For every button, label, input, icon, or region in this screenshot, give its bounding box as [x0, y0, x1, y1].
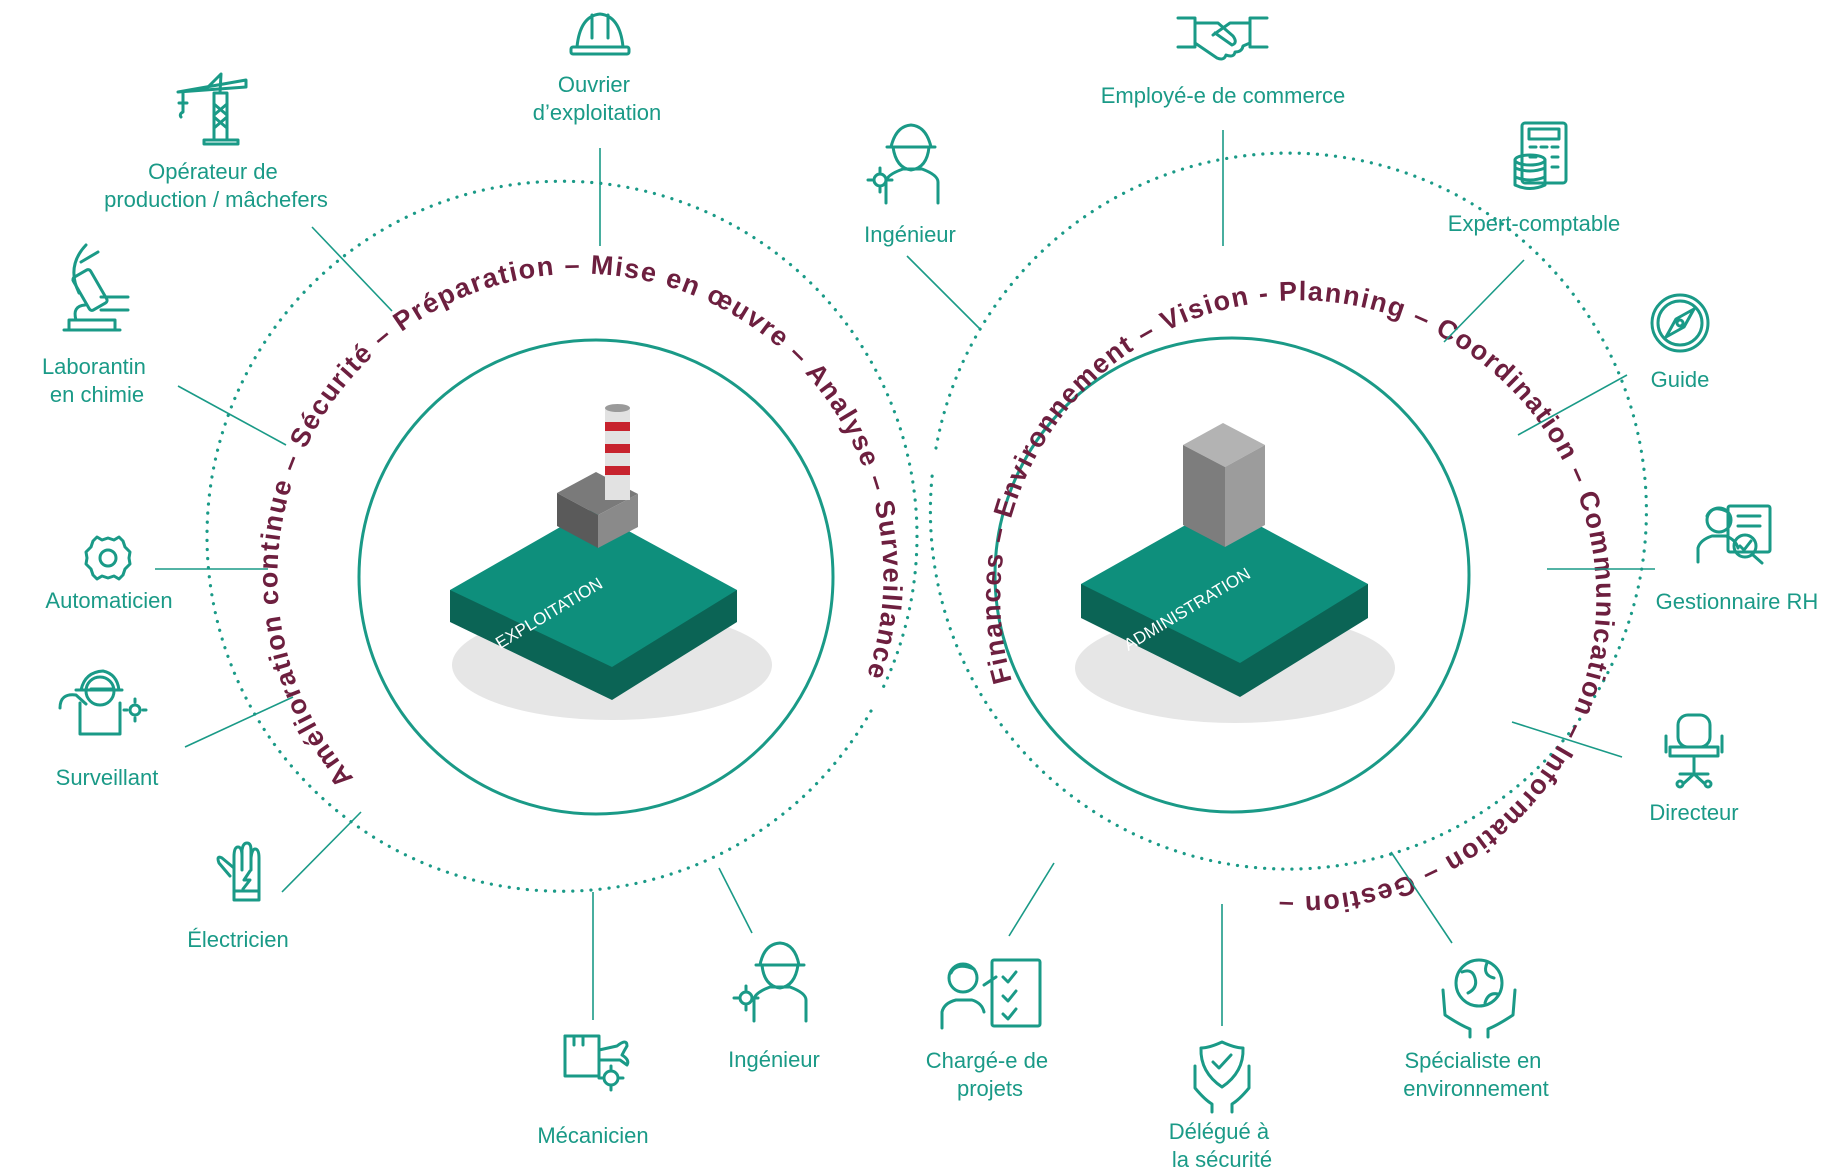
- globe-hands-icon: [1441, 958, 1517, 1039]
- administration-cluster: Finances – Environnement – Vision - Plan…: [928, 151, 1648, 920]
- connector-lines: [155, 130, 1655, 1026]
- role-projets: Chargé-e de projets: [926, 1048, 1054, 1101]
- microscope-icon: [62, 243, 130, 332]
- connector-specialiste: [1390, 851, 1453, 944]
- role-ouvrier: Ouvrier d’exploitation: [533, 72, 661, 125]
- connector-surveillant: [184, 696, 294, 748]
- hr-manager-icon: [1696, 504, 1772, 565]
- connector-projets: [1008, 862, 1055, 937]
- role-comptable: Expert-comptable: [1448, 211, 1620, 236]
- connector-ingenieur-top: [906, 255, 982, 331]
- role-delegue: Délégué à la sécurité: [1169, 1119, 1275, 1172]
- role-directeur: Directeur: [1649, 800, 1738, 825]
- role-ingenieur-top: Ingénieur: [864, 222, 956, 247]
- exploitation-cluster: Amélioration continue – Sécurité – Prépa…: [0, 0, 919, 893]
- administration-outer-dotted-ring: [928, 151, 1648, 871]
- role-rh: Gestionnaire RH: [1656, 589, 1819, 614]
- connector-directeur: [1511, 721, 1623, 758]
- role-guide: Guide: [1651, 367, 1710, 392]
- role-ingenieur-bottom: Ingénieur: [728, 1047, 820, 1072]
- role-mecanicien: Mécanicien: [537, 1123, 648, 1148]
- role-electricien: Électricien: [187, 927, 288, 952]
- connector-operateur: [311, 226, 393, 312]
- role-surveillant: Surveillant: [56, 765, 159, 790]
- connector-ingenieur-bottom: [718, 867, 753, 934]
- role-operateur: Opérateur de production / mâchefers: [104, 159, 328, 212]
- connector-comptable: [1443, 259, 1525, 343]
- exploitation-inner-ring: [357, 338, 835, 816]
- exploitation-block: EXPLOITATION: [450, 404, 772, 720]
- shield-hands-icon: [1193, 1040, 1251, 1114]
- electric-glove-icon: [216, 841, 261, 902]
- connector-guide: [1517, 374, 1628, 436]
- role-employe: Employé-e de commerce: [1101, 83, 1346, 108]
- connector-laborantin: [177, 385, 287, 446]
- worker-looking-icon: [58, 669, 148, 736]
- administration-block: ADMINISTRATION: [1075, 423, 1395, 723]
- hard-hat-icon: [569, 12, 631, 56]
- compass-icon: [1650, 293, 1710, 353]
- role-automaticien: Automaticien: [45, 588, 172, 613]
- office-chair-icon: [1664, 713, 1724, 789]
- role-laborantin: Laborantin en chimie: [42, 354, 152, 407]
- engineer-icon: [866, 123, 940, 205]
- gear-icon: [84, 535, 132, 581]
- connector-electricien: [281, 811, 362, 893]
- project-manager-icon: [940, 958, 1042, 1030]
- engineer-icon: [732, 941, 808, 1023]
- wrench-fist-icon: [563, 1034, 630, 1092]
- administration-inner-ring: [993, 336, 1471, 814]
- calculator-coins-icon: [1513, 121, 1568, 190]
- crane-icon: [176, 72, 248, 146]
- handshake-icon: [1176, 16, 1269, 61]
- role-specialiste: Spécialiste en environnement: [1403, 1048, 1549, 1101]
- role-labels: Ouvrier d’exploitation Opérateur de prod…: [42, 72, 1818, 1172]
